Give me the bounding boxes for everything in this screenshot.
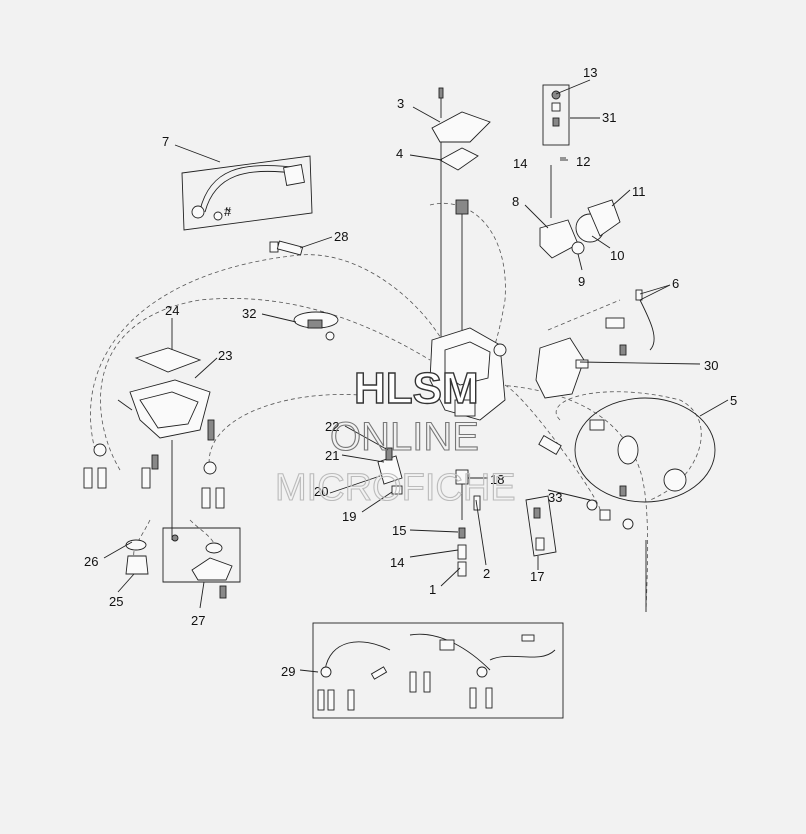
callout-24: 24 (165, 303, 179, 318)
box-31-fitting (542, 84, 570, 146)
callout-26: 26 (84, 554, 98, 569)
callout-27: 27 (191, 613, 205, 628)
callout-17: 17 (530, 569, 544, 584)
leader-lines (103, 79, 729, 673)
callout-33: 33 (548, 490, 562, 505)
callout-8: 8 (512, 194, 519, 209)
callout-32: 32 (242, 306, 256, 321)
callout-11: 11 (632, 184, 646, 199)
callout-22: 22 (325, 419, 339, 434)
box-7-sensor-cable (181, 155, 313, 231)
callout-6: 6 (672, 276, 679, 291)
callout-5: 5 (730, 393, 737, 408)
plug-25-oring-26 (125, 539, 149, 575)
callout-15: 15 (392, 523, 406, 538)
lever-33 (586, 485, 647, 612)
callout-3: 3 (397, 96, 404, 111)
watermark: HLSM ONLINE MICROFICHE (274, 363, 516, 509)
callout-hash: # (224, 204, 232, 219)
watermark-line-2: ONLINE (330, 415, 479, 459)
left-connectors (83, 443, 225, 509)
linkage-5 (538, 397, 716, 503)
center-lower-parts (377, 447, 481, 577)
callout-21: 21 (325, 448, 339, 463)
throttle-body (429, 199, 507, 421)
callout-10: 10 (610, 248, 624, 263)
callout-2: 2 (483, 566, 490, 581)
callout-9: 9 (578, 274, 585, 289)
jet-17 (525, 495, 557, 557)
top-cover-assembly (431, 87, 491, 340)
callout-4: 4 (396, 146, 403, 161)
float-bowl-assembly (117, 347, 215, 540)
callout-14a: 14 (513, 156, 527, 171)
callout-23: 23 (218, 348, 232, 363)
callout-labels: 3 4 7 # 13 31 14 12 11 8 10 9 6 28 32 24… (84, 65, 737, 679)
callout-12: 12 (576, 154, 590, 169)
callout-31: 31 (602, 110, 616, 125)
callout-7: 7 (162, 134, 169, 149)
callout-14b: 14 (390, 555, 404, 570)
cover-30 (535, 337, 589, 399)
cable-6 (605, 289, 655, 356)
callout-18: 18 (490, 472, 504, 487)
hose-32 (293, 311, 339, 341)
sensor-28 (269, 240, 304, 256)
watermark-line-1: HLSM (354, 364, 479, 413)
box-29-harness (312, 622, 564, 719)
box-27-drain (162, 527, 241, 599)
valve-block-assembly (539, 157, 621, 259)
callout-20: 20 (314, 484, 328, 499)
callout-13: 13 (583, 65, 597, 80)
callout-19: 19 (342, 509, 356, 524)
callout-28: 28 (334, 229, 348, 244)
callout-30: 30 (704, 358, 718, 373)
watermark-line-3: MICROFICHE (275, 467, 516, 509)
callout-29: 29 (281, 664, 295, 679)
callout-25: 25 (109, 594, 123, 609)
callout-1: 1 (429, 582, 436, 597)
